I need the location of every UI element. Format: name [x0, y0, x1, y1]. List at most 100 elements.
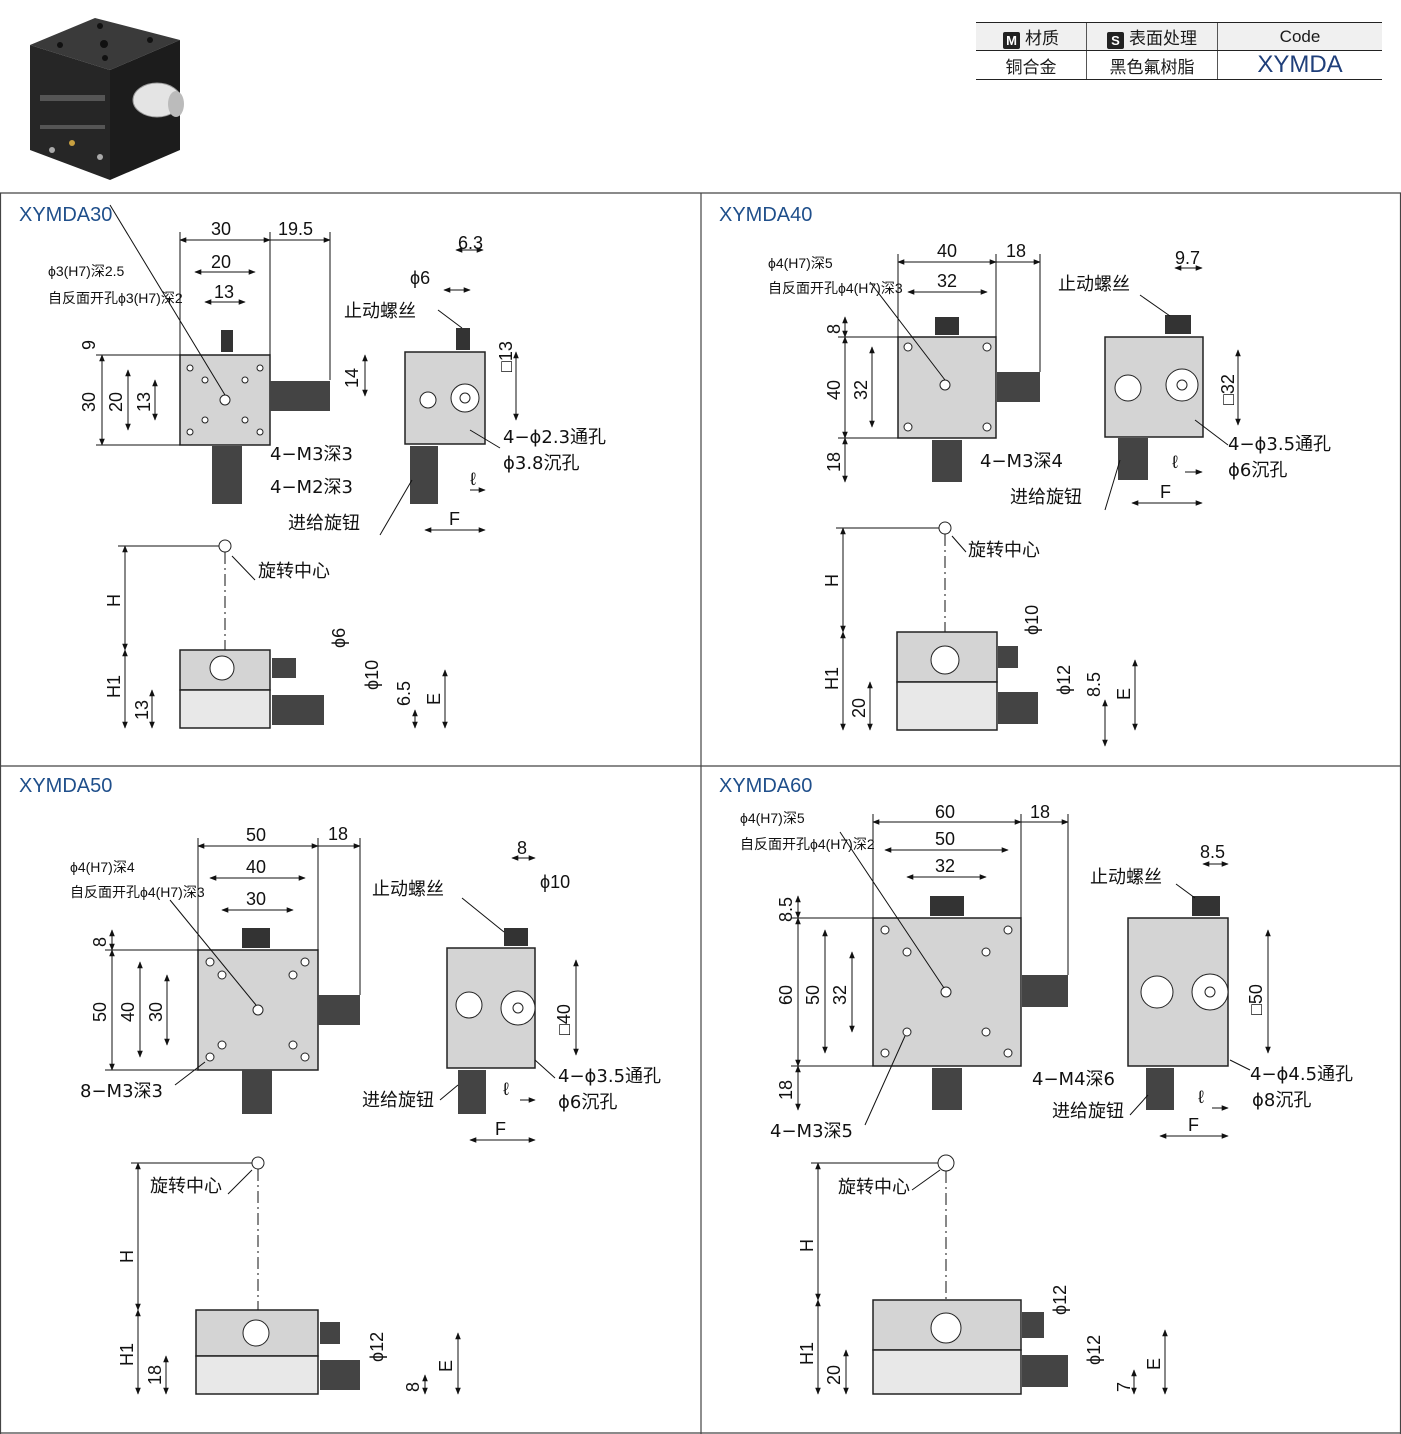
dim-40-knob-18: 18: [1006, 241, 1026, 261]
dim-30-left-30: 30: [79, 392, 99, 412]
dim-30-knob-14: 14: [342, 368, 362, 388]
label-feed-knob-50: 进给旋钮: [362, 1090, 434, 1111]
dim-40-left-32: 32: [851, 380, 871, 400]
top-view-30: [179, 330, 330, 504]
dim-50-pitch30: 30: [246, 889, 266, 909]
dim-40-width: 40: [937, 241, 957, 261]
dim-40-f: F: [1160, 482, 1171, 502]
drawing-xymda30: 30 20 13 19.5 9 30 20 13 14 ϕ3(H7)深2.5 自…: [48, 204, 606, 729]
dim-60-knob-18: 18: [1030, 802, 1050, 822]
dim-60-front-e: E: [1144, 1358, 1164, 1370]
label-hole-30-a: 4−ϕ2.3通孔: [503, 427, 606, 448]
dim-30-left-9: 9: [79, 340, 99, 350]
front-view-50: [131, 1156, 461, 1395]
dimension-lines-60: [791, 814, 1069, 1126]
pin-note-40-b: 自反面开孔ϕ4(H7)深3: [768, 280, 903, 296]
dim-30-knob-extent: 19.5: [278, 219, 313, 239]
dim-30-side-6.3: 6.3: [458, 233, 483, 253]
dim-60-left-8.5: 8.5: [776, 897, 796, 922]
dim-30-front-phi10: ϕ10: [362, 660, 382, 690]
dim-40-left-40: 40: [824, 380, 844, 400]
dim-50-left-40: 40: [118, 1002, 138, 1022]
dim-30-l: ℓ: [470, 469, 476, 489]
label-rot-center-60: 旋转中心: [838, 1177, 910, 1198]
panel-title-30: XYMDA30: [19, 204, 113, 226]
dim-60-left-32: 32: [830, 985, 850, 1005]
label-stop-screw-40: 止动螺丝: [1058, 274, 1130, 295]
label-tap-60-a: 4−M4深6: [1032, 1069, 1115, 1090]
pin-note-30-b: 自反面开孔ϕ3(H7)深2: [48, 290, 183, 306]
dim-50-side-sq40: □40: [554, 1004, 574, 1035]
material-badge: M: [1003, 32, 1020, 49]
dim-50-side-phi10: ϕ10: [540, 872, 570, 892]
dim-50-knob-18: 18: [328, 824, 348, 844]
side-view-60: [1127, 861, 1271, 1139]
dim-50-left-8: 8: [90, 937, 110, 947]
dimension-lines-50: [105, 838, 361, 1086]
dim-30-left-20: 20: [106, 392, 126, 412]
dim-60-pitch50: 50: [935, 829, 955, 849]
dim-40-side-9.7: 9.7: [1175, 248, 1200, 268]
dim-60-width: 60: [935, 802, 955, 822]
drawing-xymda40: 40 32 18 8 40 32 18 ϕ4(H7)深5 自反面开孔ϕ4(H7)…: [768, 241, 1331, 747]
label-tap-50-a: 8−M3深3: [80, 1081, 163, 1102]
dim-30-front-13: 13: [132, 700, 152, 720]
dim-30-front-6.5: 6.5: [394, 681, 414, 706]
pin-note-50-a: ϕ4(H7)深4: [70, 859, 135, 875]
dim-40-left-18: 18: [824, 452, 844, 472]
dim-50-f: F: [495, 1119, 506, 1139]
dim-60-side-8.5: 8.5: [1200, 842, 1225, 862]
code-header: Code: [1217, 22, 1382, 51]
dim-40-side-sq32: □32: [1218, 374, 1238, 405]
dim-50-left-30: 30: [146, 1002, 166, 1022]
dim-60-pitch32: 32: [935, 856, 955, 876]
label-feed-knob-30: 进给旋钮: [288, 513, 360, 534]
dim-60-h: H: [797, 1239, 817, 1252]
label-tap-30-b: 4−M2深3: [270, 477, 353, 498]
dim-40-pitch32: 32: [937, 271, 957, 291]
dim-30-front-e: E: [424, 693, 444, 705]
top-view-60: [872, 896, 1068, 1110]
code-value: XYMDA: [1217, 50, 1382, 80]
surface-value: 黑色氟树脂: [1086, 50, 1218, 80]
dim-50-width: 50: [246, 825, 266, 845]
dim-30-h: H: [104, 594, 124, 607]
dim-60-left-50: 50: [803, 985, 823, 1005]
dim-60-front-phi12-a: ϕ12: [1050, 1285, 1070, 1315]
dim-60-left-60: 60: [776, 985, 796, 1005]
side-view-40: [1104, 265, 1241, 511]
panel-title-60: XYMDA60: [719, 775, 813, 797]
dim-30-h1: H1: [104, 675, 124, 698]
dim-50-h: H: [117, 1250, 137, 1263]
side-view-50: [439, 855, 579, 1143]
dim-30-pitch20: 20: [211, 252, 231, 272]
dimension-lines-40: [838, 254, 1041, 483]
dim-50-l: ℓ: [503, 1079, 509, 1099]
surface-badge: S: [1107, 32, 1124, 49]
pin-note-60-a: ϕ4(H7)深5: [740, 810, 805, 826]
label-hole-60-b: ϕ8沉孔: [1252, 1090, 1311, 1111]
dim-30-front-phi6: ϕ6: [329, 628, 349, 648]
drawing-xymda50: 50 40 30 18 8 50 40 30 ϕ4(H7)深4 自反面开孔ϕ4(…: [70, 824, 661, 1395]
dim-40-h1: H1: [822, 667, 842, 690]
dim-30-f: F: [449, 509, 460, 529]
label-hole-50-b: ϕ6沉孔: [558, 1092, 617, 1113]
top-view-50: [197, 928, 360, 1114]
label-rot-center-40: 旋转中心: [968, 540, 1040, 561]
label-stop-screw-30: 止动螺丝: [344, 301, 416, 322]
dim-40-front-phi10: ϕ10: [1022, 605, 1042, 635]
dim-30-left-13: 13: [134, 392, 154, 412]
label-hole-30-b: ϕ3.8沉孔: [503, 453, 580, 474]
dim-40-front-phi12: ϕ12: [1054, 665, 1074, 695]
dim-60-l: ℓ: [1198, 1087, 1204, 1107]
dim-50-pitch40: 40: [246, 857, 266, 877]
dim-50-front-8: 8: [403, 1382, 423, 1392]
side-view-30: [379, 247, 519, 536]
dim-40-front-e: E: [1114, 688, 1134, 700]
panel-title-40: XYMDA40: [719, 204, 813, 226]
label-tap-60-b: 4−M3深5: [770, 1121, 853, 1142]
front-view-60: [811, 1154, 1168, 1395]
